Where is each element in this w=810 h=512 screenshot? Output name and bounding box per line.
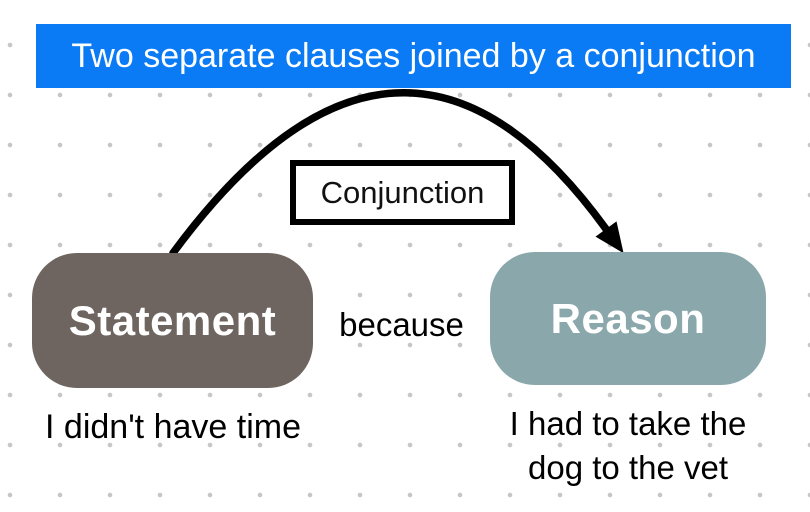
arrow-head xyxy=(595,221,624,254)
statement-node: Statement xyxy=(32,253,313,388)
reason-example-line2: dog to the vet xyxy=(528,449,728,486)
connector-word: because xyxy=(339,306,464,343)
reason-title: Reason xyxy=(550,294,706,342)
conjunction-label: Conjunction xyxy=(320,174,485,210)
reason-example-text: I had to take the dog to the vet xyxy=(497,402,759,490)
statement-example-text: I didn't have time xyxy=(45,408,301,446)
conjunction-label-box: Conjunction xyxy=(290,160,515,225)
title-text: Two separate clauses joined by a conjunc… xyxy=(71,36,756,75)
title-banner: Two separate clauses joined by a conjunc… xyxy=(36,24,791,88)
reason-node: Reason xyxy=(490,252,766,385)
reason-example-line1: I had to take the xyxy=(509,405,747,442)
statement-title: Statement xyxy=(68,296,277,344)
